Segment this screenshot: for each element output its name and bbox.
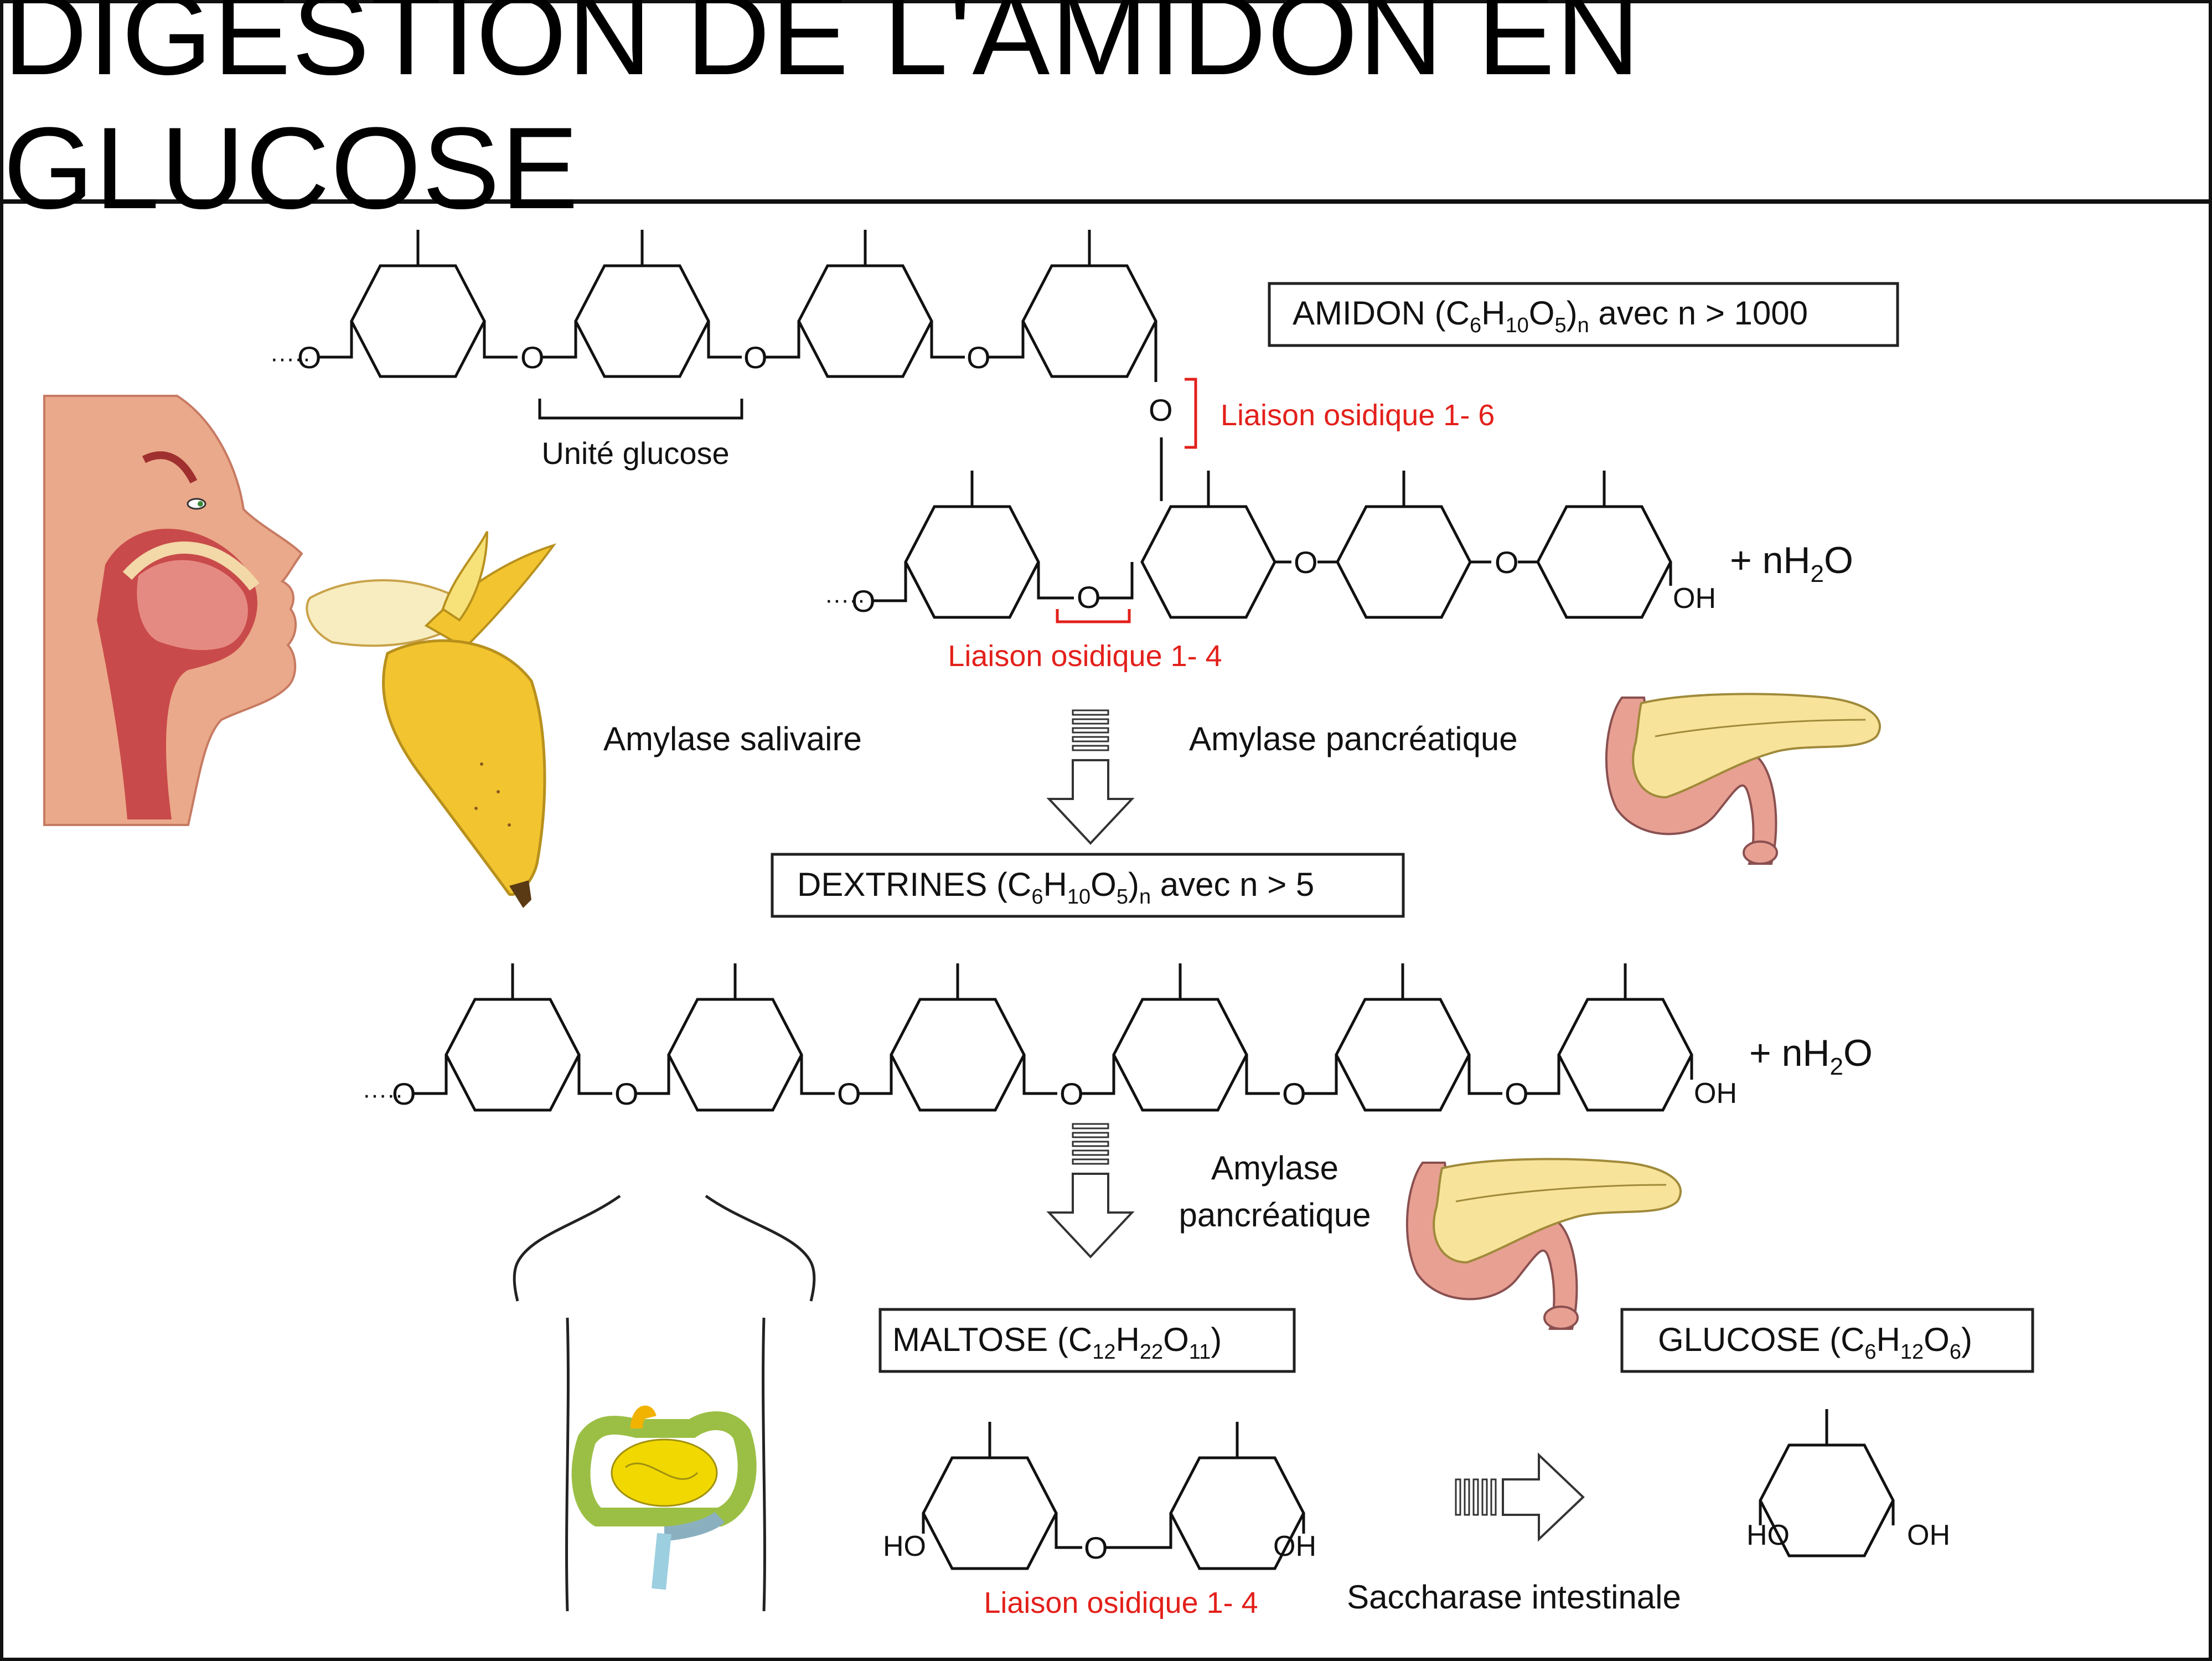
glucose-ring <box>1023 230 1156 376</box>
amylase-pancreatique-label: Amylase pancréatique <box>1189 720 1518 757</box>
hydroxyl-group: HO <box>883 1530 926 1562</box>
hydroxyl-group: OH <box>1673 582 1716 615</box>
glucose-ring <box>799 230 932 376</box>
amidon-chain: ····· O O O O O <box>270 230 1173 501</box>
down-arrow-icon <box>1048 1123 1133 1258</box>
amidon-formula: AMIDON (C6H10O5)n avec n > 1000 <box>1293 295 1808 337</box>
oxygen-atom: O <box>1084 1530 1108 1565</box>
page-title: DIGESTION DE L'AMIDON EN GLUCOSE <box>3 0 1641 233</box>
glucose-ring <box>446 963 579 1110</box>
dextrine-chain: ····· O O O O O O OH <box>363 963 1737 1111</box>
glucose-ring <box>1538 507 1671 617</box>
maltose-formula: MALTOSE (C12H22O11) <box>892 1321 1222 1364</box>
pancreas-icon <box>1405 1158 1682 1330</box>
dextrines-formula: DEXTRINES (C6H10O5)n avec n > 5 <box>797 866 1314 909</box>
oxygen-atom: O <box>837 1076 861 1111</box>
hydroxyl-group: OH <box>1694 1077 1737 1110</box>
glucose-molecule: HO OH <box>1746 1409 1950 1556</box>
hydroxyl-group: OH <box>1273 1530 1316 1562</box>
glucose-ring <box>576 230 709 376</box>
title-bar: DIGESTION DE L'AMIDON EN GLUCOSE <box>0 0 2212 233</box>
oxygen-atom: O <box>851 584 876 618</box>
oxygen-atom: O <box>967 340 991 375</box>
oxygen-atom: O <box>1149 393 1173 427</box>
oxygen-atom: O <box>1505 1076 1529 1111</box>
unit-bracket <box>538 399 743 420</box>
banana-illustration <box>306 531 557 908</box>
glucose-ring <box>1336 963 1469 1110</box>
oxygen-atom: O <box>1495 545 1519 580</box>
glucose-formula-box: GLUCOSE (C6H12O6) <box>1620 1308 2034 1373</box>
oxygen-atom: O <box>743 340 768 375</box>
glucose-ring <box>1114 963 1247 1110</box>
chain-dots: ····· <box>825 586 865 613</box>
maltose-molecule: HO O OH <box>883 1422 1316 1569</box>
liaison-14-label-a: Liaison osidique 1- 4 <box>948 639 1222 673</box>
head-profile-illustration <box>43 395 303 826</box>
glucose-ring <box>669 963 802 1110</box>
oxygen-atom: O <box>1077 580 1101 615</box>
oxygen-atom: O <box>392 1076 416 1111</box>
oxygen-atom: O <box>1294 545 1318 580</box>
liaison-14-label-b: Liaison osidique 1- 4 <box>984 1586 1258 1619</box>
unite-glucose-label: Unité glucose <box>541 436 729 471</box>
amylase-label-line2: pancréatique <box>1179 1196 1371 1234</box>
water-label-2: + nH2O <box>1749 1032 1873 1080</box>
pancreas-icon <box>1605 693 1881 865</box>
hydroxyl-group: HO <box>1746 1519 1790 1551</box>
down-arrow-icon <box>1048 709 1133 844</box>
oxygen-atom: O <box>297 340 322 375</box>
glucose-ring <box>906 471 1038 617</box>
liaison-16-bracket <box>1185 378 1197 449</box>
glucose-ring <box>923 1422 1056 1569</box>
saccharase-label: Saccharase intestinale <box>1347 1579 1681 1616</box>
liaison-16-label: Liaison osidique 1- 6 <box>1221 399 1495 432</box>
right-arrow-icon <box>1455 1452 1585 1542</box>
branch-chain: ····· O O O O OH <box>825 471 1716 618</box>
dextrines-formula-box: DEXTRINES (C6H10O5)n avec n > 5 <box>771 853 1405 918</box>
glucose-ring <box>1559 963 1692 1110</box>
oxygen-atom: O <box>614 1076 639 1111</box>
intestine-illustration <box>513 1194 816 1612</box>
liaison-14-bracket <box>1056 609 1131 623</box>
chain-dots: ····· <box>363 1081 403 1108</box>
glucose-ring <box>891 963 1024 1110</box>
glucose-ring <box>1337 507 1470 617</box>
hydroxyl-group: OH <box>1907 1519 1950 1551</box>
chain-dots: ····· <box>270 345 311 372</box>
oxygen-atom: O <box>520 340 545 375</box>
glucose-ring <box>352 230 484 376</box>
oxygen-atom: O <box>1282 1076 1306 1111</box>
amylase-salivaire-label: Amylase salivaire <box>603 720 862 757</box>
glucose-formula: GLUCOSE (C6H12O6) <box>1658 1321 1972 1364</box>
water-label-1: + nH2O <box>1730 539 1853 587</box>
maltose-formula-box: MALTOSE (C12H22O11) <box>878 1308 1296 1373</box>
amidon-formula-box: AMIDON (C6H10O5)n avec n > 1000 <box>1268 282 1899 347</box>
amylase-label-line1: Amylase <box>1211 1149 1338 1187</box>
oxygen-atom: O <box>1060 1076 1084 1111</box>
